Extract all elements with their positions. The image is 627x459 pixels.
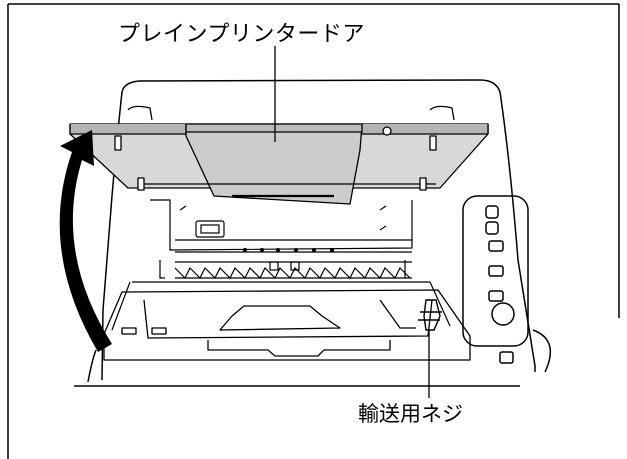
open-direction-arrow <box>59 130 112 352</box>
interior-mechanism <box>111 199 451 331</box>
printer-door <box>69 105 489 205</box>
leader-lines <box>274 46 430 398</box>
figure-border <box>7 3 620 459</box>
transport-screw-icon <box>418 299 442 331</box>
transport-screw-label: 輸送用ネジ <box>358 402 463 426</box>
paper-tray <box>103 289 471 361</box>
door-label: プレインプリンタードア <box>118 22 365 47</box>
